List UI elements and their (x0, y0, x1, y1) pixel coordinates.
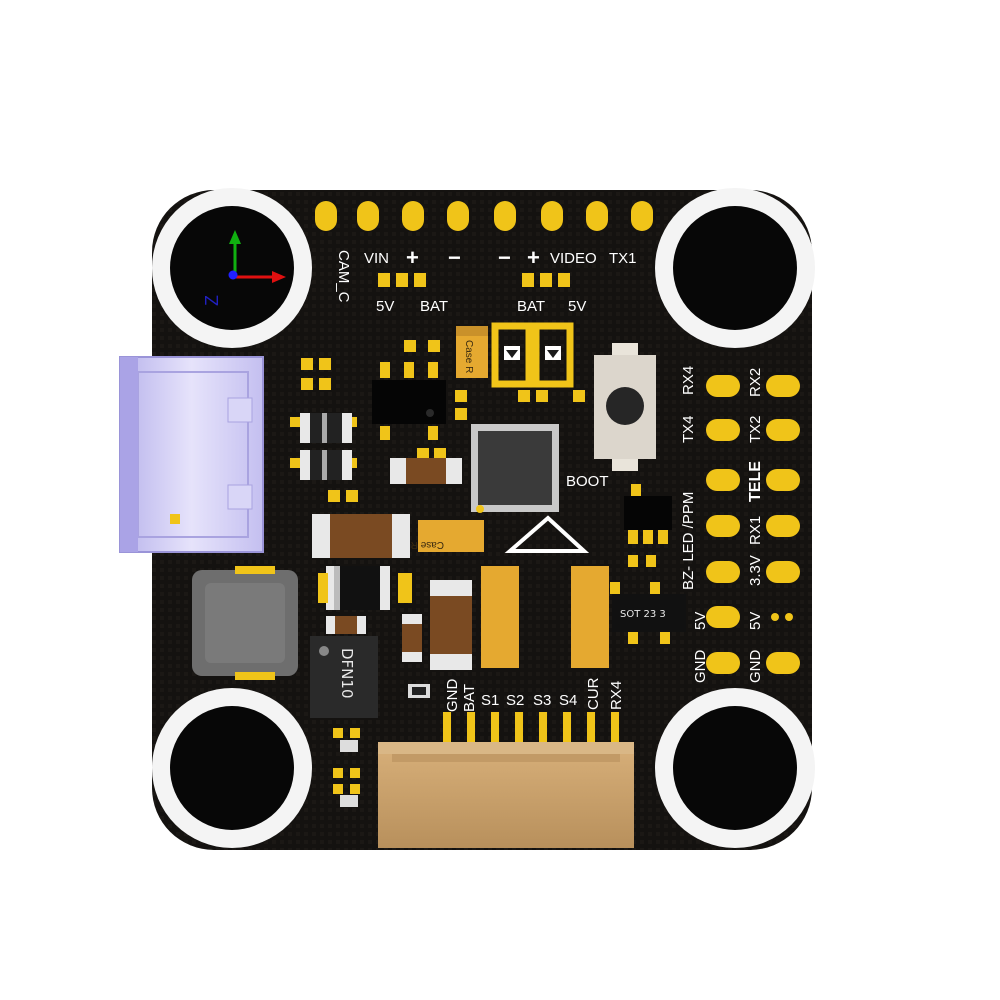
label-video: VIDEO (550, 250, 597, 267)
mounting-hole-bottom-right (655, 688, 815, 848)
boot-button[interactable] (594, 343, 656, 471)
jumper-label-bat-left: BAT (420, 298, 448, 315)
schottky-diode (318, 566, 412, 610)
mounting-hole-top-left (152, 188, 312, 348)
mcu-chip (471, 424, 559, 513)
esc-connector[interactable] (378, 712, 634, 848)
label-gnd-outer: GND (747, 650, 764, 684)
led-driver-transistor (624, 484, 672, 567)
right-outer-pad-column (766, 375, 800, 674)
bottom-small-parts (333, 684, 430, 807)
label-plus-right: + (527, 245, 540, 270)
case-r-label-top: Case R (463, 340, 474, 373)
label-plus-left: + (406, 245, 419, 270)
jumper-pads-right (522, 273, 570, 287)
label-s3: S3 (533, 692, 551, 709)
axis-triad-icon: Z (202, 230, 286, 306)
label-5v-inner: 5V (692, 612, 709, 630)
led-pair (491, 322, 574, 388)
right-inner-pad-column (706, 375, 740, 674)
label-bat-bottom: BAT (461, 684, 478, 712)
label-bz-led-ppm: BZ- LED /PPM (680, 492, 697, 590)
mounting-hole-bottom-left (152, 688, 312, 848)
label-tele: TELE (747, 461, 764, 502)
boot-triangle-icon (504, 515, 590, 553)
ceramic-capacitor-mid (390, 458, 462, 484)
sot23-chip: SOT 23 3 (610, 582, 686, 644)
label-gnd-bottom: GND (444, 679, 461, 713)
label-5v-outer: 5V (747, 612, 764, 630)
label-tx4-right: TX4 (680, 415, 697, 443)
label-rx4-bottom: RX4 (608, 681, 625, 710)
axis-z-label: Z (202, 295, 222, 306)
label-s4: S4 (559, 692, 577, 709)
label-boot: BOOT (566, 473, 609, 490)
case-r-label-mid: Case R (411, 539, 444, 550)
dfn10-chip: DFN10 (310, 636, 378, 718)
label-tx2: TX2 (747, 415, 764, 443)
usb-port[interactable] (119, 356, 264, 553)
label-minus-left: − (448, 245, 461, 270)
jumper-label-5v-left: 5V (376, 298, 394, 315)
label-vin: VIN (364, 250, 389, 267)
diode-lower (300, 450, 352, 480)
jumper-label-bat-right: BAT (517, 298, 545, 315)
jumper-pads-left (378, 273, 426, 287)
label-gnd-inner: GND (692, 650, 709, 684)
sot23-label: SOT 23 3 (620, 609, 666, 620)
label-rx2: RX2 (747, 368, 764, 397)
label-s2: S2 (506, 692, 524, 709)
diode-upper (300, 413, 352, 443)
dfn10-label: DFN10 (338, 648, 356, 699)
label-cam-c: CAM_C (335, 250, 352, 303)
ceramic-capacitor-left-large (312, 514, 410, 558)
label-rx1: RX1 (747, 516, 764, 545)
label-minus-right: − (498, 245, 511, 270)
power-inductor (192, 566, 298, 680)
label-tx1: TX1 (609, 250, 637, 267)
label-rx4-right: RX4 (680, 366, 697, 395)
mounting-hole-top-right (655, 188, 815, 348)
bulk-capacitor (430, 580, 472, 670)
current-sense-pads (481, 566, 609, 668)
top-pad-row (315, 201, 653, 231)
solder-jumper-5v (771, 613, 793, 621)
regulator-sot-top (372, 362, 446, 440)
smd-caps-bottom-left (326, 614, 422, 662)
label-s1: S1 (481, 692, 499, 709)
label-3v3: 3.3V (747, 555, 764, 586)
label-cur: CUR (585, 677, 602, 710)
tantalum-capacitor-top: Case R (456, 326, 488, 378)
tantalum-capacitor-mid: Case R (411, 520, 484, 552)
jumper-label-5v-right: 5V (568, 298, 586, 315)
